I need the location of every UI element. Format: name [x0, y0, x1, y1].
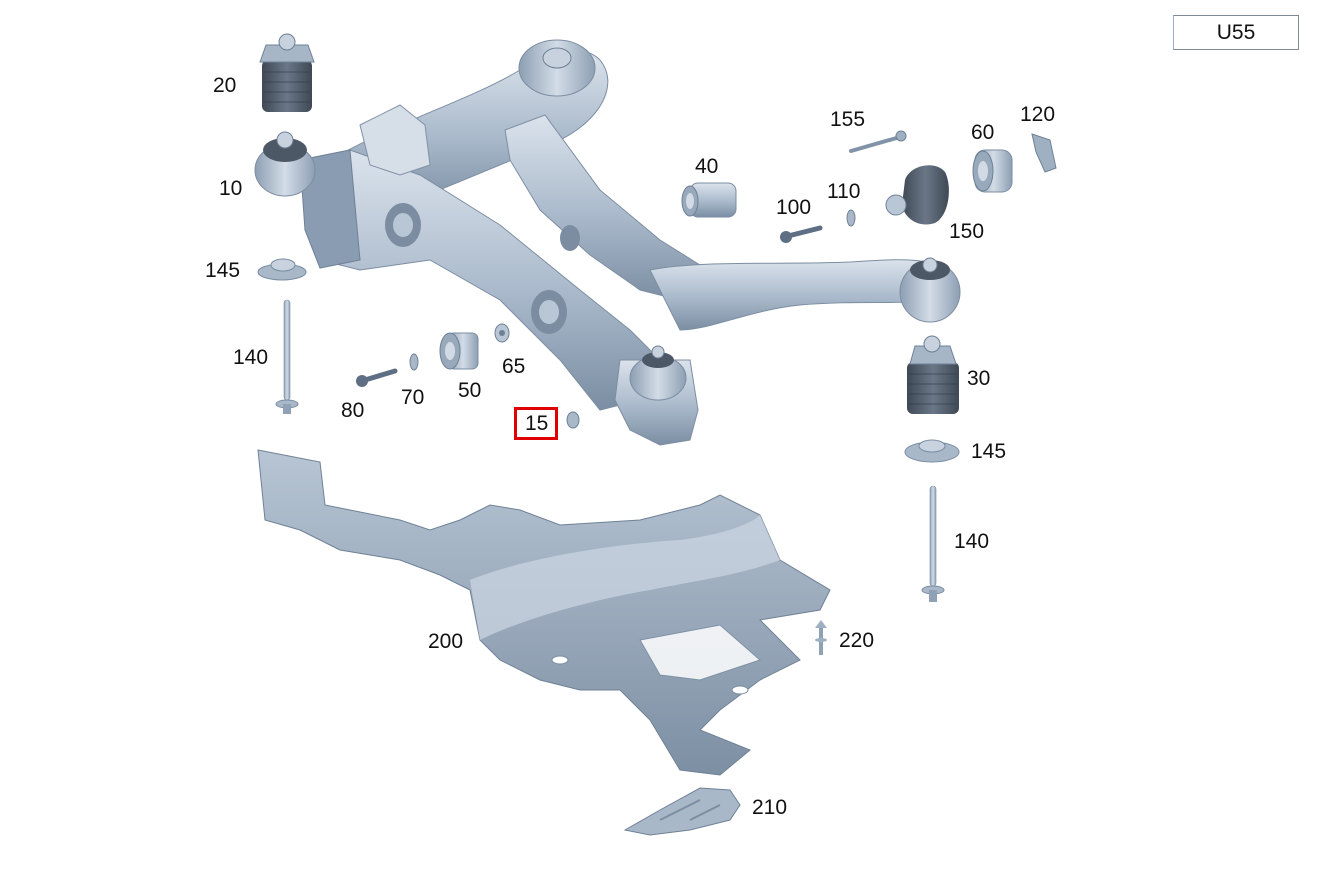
- part-150-rubber-mount[interactable]: [885, 165, 949, 225]
- part-80-bolt[interactable]: [356, 368, 398, 387]
- callout-80[interactable]: 80: [341, 399, 365, 422]
- part-210-cover-plate[interactable]: [623, 787, 741, 836]
- callout-140[interactable]: 140: [954, 530, 990, 553]
- callout-60[interactable]: 60: [971, 121, 995, 144]
- callout-30[interactable]: 30: [967, 367, 991, 390]
- part-40-bushing[interactable]: [681, 182, 737, 218]
- part-15-nut[interactable]: [566, 411, 580, 429]
- callout-20[interactable]: 20: [213, 74, 237, 97]
- part-200-heat-shield[interactable]: [257, 449, 831, 776]
- part-145-washer-left[interactable]: [257, 258, 307, 281]
- part-70-washer[interactable]: [409, 353, 419, 371]
- part-20-rubber-mount[interactable]: [259, 33, 315, 112]
- callout-220[interactable]: 220: [839, 629, 875, 652]
- callout-150[interactable]: 150: [949, 220, 985, 243]
- callout-65[interactable]: 65: [502, 355, 526, 378]
- part-220-clip[interactable]: [815, 620, 827, 655]
- callout-145[interactable]: 145: [205, 259, 241, 282]
- callout-110[interactable]: 110: [827, 180, 861, 203]
- part-30-rubber-mount[interactable]: [907, 335, 959, 414]
- callout-155[interactable]: 155: [830, 108, 866, 131]
- part-50-bushing[interactable]: [439, 332, 479, 370]
- part-60-bushing[interactable]: [972, 149, 1013, 193]
- callout-140[interactable]: 140: [233, 346, 269, 369]
- part-145-washer-right[interactable]: [904, 439, 960, 463]
- callout-50[interactable]: 50: [458, 379, 482, 402]
- callout-200[interactable]: 200: [428, 630, 464, 653]
- callout-10[interactable]: 10: [219, 177, 243, 200]
- callout-40[interactable]: 40: [695, 155, 719, 178]
- part-65-nut[interactable]: [494, 323, 510, 343]
- part-100-bolt[interactable]: [780, 225, 823, 243]
- part-110-washer[interactable]: [846, 209, 856, 227]
- rear-subframe[interactable]: [254, 39, 961, 446]
- callout-145[interactable]: 145: [971, 440, 1007, 463]
- callout-120[interactable]: 120: [1020, 103, 1056, 126]
- part-120-plate[interactable]: [1031, 133, 1057, 173]
- part-155-bolt[interactable]: [849, 130, 907, 153]
- callout-210[interactable]: 210: [752, 796, 788, 819]
- part-140-bolt-right[interactable]: [921, 485, 945, 602]
- part-140-bolt-left[interactable]: [275, 299, 299, 414]
- group-code-label: U55: [1173, 15, 1299, 50]
- callout-15-highlighted[interactable]: 15: [514, 407, 559, 440]
- callout-100[interactable]: 100: [776, 196, 812, 219]
- callout-70[interactable]: 70: [401, 386, 425, 409]
